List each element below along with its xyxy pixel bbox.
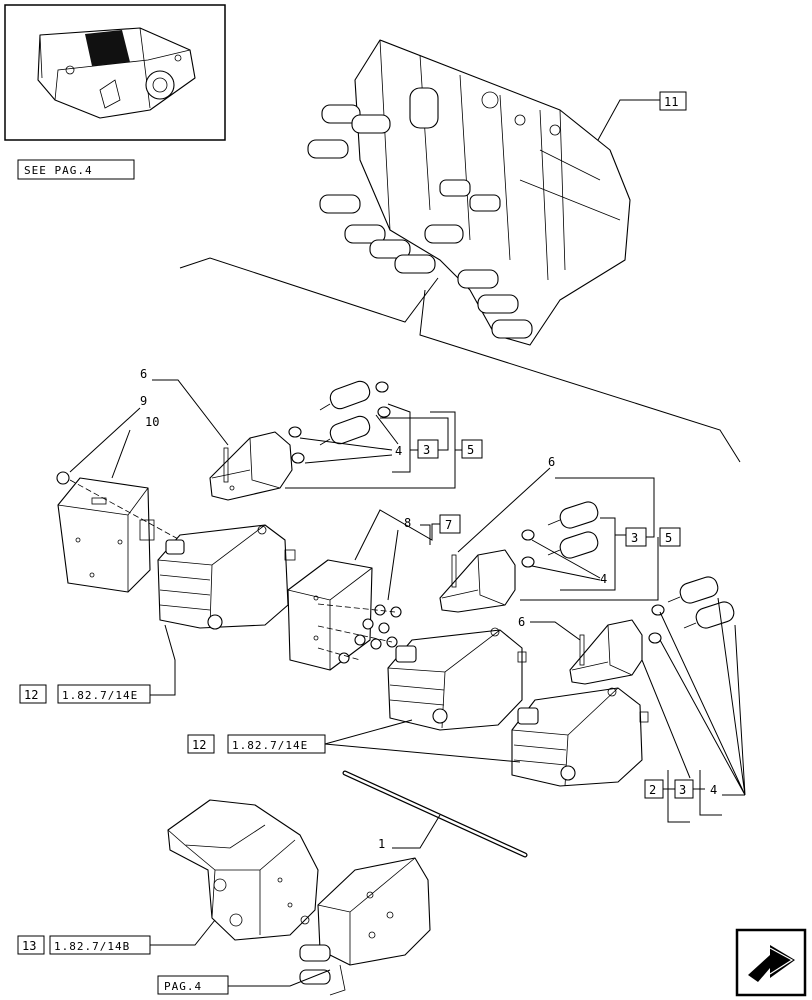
valve-block-assembly xyxy=(307,39,631,346)
callout-4-middle-text: 4 xyxy=(600,572,607,586)
rod-part xyxy=(342,770,528,858)
valve-body-middle-part xyxy=(439,549,516,613)
mounting-plate-part xyxy=(287,559,373,671)
callout-12-left-num: 12 xyxy=(24,688,38,702)
callout-10-text: 10 xyxy=(145,415,159,429)
solenoid-valve-middle-part xyxy=(387,627,527,731)
callout-12-right-ref: 1.82.7/14E xyxy=(232,739,308,752)
callout-12-left-ref: 1.82.7/14E xyxy=(62,689,138,702)
callout-6-right-text: 6 xyxy=(518,615,525,629)
callout-7-text: 7 xyxy=(445,518,452,532)
valve-body-left-part xyxy=(209,431,293,501)
callout-6-right[interactable]: 6 xyxy=(518,615,581,641)
callout-12-right-num: 12 xyxy=(192,738,206,752)
callout-3-left-text: 3 xyxy=(423,443,430,457)
page-4-text: PAG.4 xyxy=(164,980,202,993)
cover-plate-part xyxy=(57,477,155,593)
thumbnail-frame[interactable] xyxy=(4,4,226,141)
spools-right-part xyxy=(648,576,735,644)
callout-12-right[interactable]: 12 1.82.7/14E xyxy=(187,719,521,763)
callout-2-text: 2 xyxy=(649,783,656,797)
callout-6-left[interactable]: 6 xyxy=(140,367,229,446)
callout-4-left-text: 4 xyxy=(395,444,402,458)
callout-9-text: 9 xyxy=(140,394,147,408)
solenoid-valve-right-part xyxy=(511,687,649,787)
callout-5-middle-text: 5 xyxy=(665,531,672,545)
callout-2-3-4-right[interactable]: 2 3 4 xyxy=(641,597,746,823)
callout-5-middle[interactable]: 5 xyxy=(520,527,681,601)
callout-6-middle-text: 6 xyxy=(548,455,555,469)
explode-line-left xyxy=(179,257,439,323)
callout-5-left-text: 5 xyxy=(467,443,474,457)
callout-1-text: 1 xyxy=(378,837,385,851)
valve-body-right-part xyxy=(569,619,643,685)
callout-3-middle-text: 3 xyxy=(631,531,638,545)
spools-left-part xyxy=(288,380,391,464)
callout-3-left[interactable]: 3 xyxy=(380,417,449,459)
see-page-text: SEE PAG.4 xyxy=(24,164,93,177)
callout-9[interactable]: 9 xyxy=(69,394,147,473)
callout-4-right-text: 4 xyxy=(710,783,717,797)
callout-12-left[interactable]: 12 1.82.7/14E xyxy=(19,624,176,704)
callout-3-right-text: 3 xyxy=(679,783,686,797)
seal-ring-part xyxy=(56,471,70,485)
explode-line-right xyxy=(419,289,741,463)
spools-middle-part xyxy=(521,501,599,568)
callout-10[interactable]: 10 xyxy=(111,415,159,479)
tractor-rear-housing-thumbnail-icon xyxy=(37,27,196,119)
callout-8[interactable]: 8 xyxy=(387,516,431,601)
fittings-set-part xyxy=(317,603,402,664)
next-page-arrow-icon[interactable] xyxy=(735,928,807,997)
callout-3-middle[interactable]: 3 xyxy=(555,477,655,591)
valve-housing-part xyxy=(167,799,319,941)
callout-5-left[interactable]: 5 xyxy=(285,411,483,489)
callout-6-left-text: 6 xyxy=(140,367,147,381)
callout-6-middle[interactable]: 6 xyxy=(457,455,555,553)
callout-11[interactable]: 11 xyxy=(597,91,687,141)
callout-13[interactable]: 13 1.82.7/14B xyxy=(17,919,216,955)
callout-1[interactable]: 1 xyxy=(378,814,441,851)
callout-11-text: 11 xyxy=(664,95,678,109)
solenoid-valve-left-part xyxy=(157,524,296,630)
callout-7[interactable]: 7 xyxy=(354,509,461,561)
distributor-part xyxy=(299,857,431,996)
callout-13-num: 13 xyxy=(22,939,36,953)
page-4-link[interactable]: PAG.4 xyxy=(157,969,331,995)
callout-13-ref: 1.82.7/14B xyxy=(54,940,130,953)
callout-8-text: 8 xyxy=(404,516,411,530)
callout-4-left[interactable]: 4 xyxy=(299,403,411,473)
see-page-link[interactable]: SEE PAG.4 xyxy=(17,159,135,180)
callout-4-middle[interactable]: 4 xyxy=(531,539,607,586)
assembly-axis-left xyxy=(69,479,181,541)
